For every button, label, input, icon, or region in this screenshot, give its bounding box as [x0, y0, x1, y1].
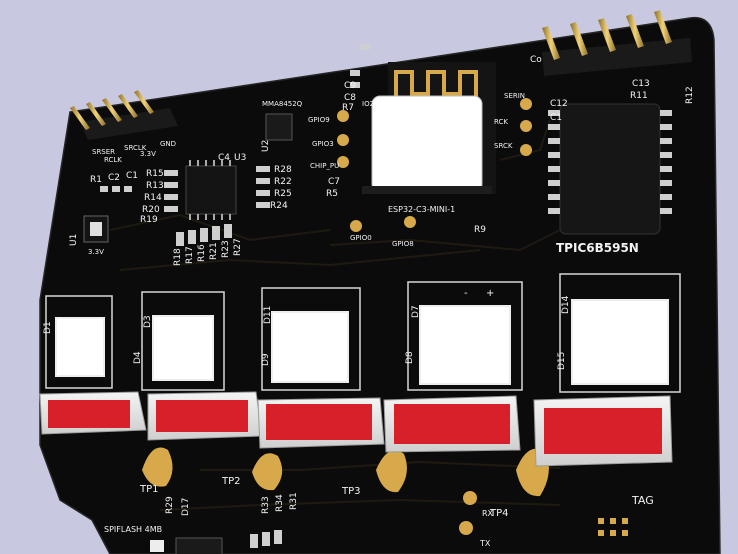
label-gpio8: GPIO8 — [392, 240, 414, 248]
label-c4: C4 — [218, 153, 230, 163]
label-r18: R18 — [173, 248, 183, 266]
regulator-u1 — [83, 215, 109, 243]
label-r16: R16 — [197, 244, 207, 262]
label-io2: IO2 — [362, 100, 374, 108]
label-tp2: TP2 — [221, 476, 241, 487]
label-tx: TX — [479, 539, 491, 548]
label-u2: U2 — [261, 140, 271, 152]
label-tp1: TP1 — [139, 484, 159, 495]
label-d17: D17 — [181, 498, 191, 516]
label-u1: U1 — [69, 234, 79, 246]
label-r17: R17 — [185, 246, 195, 264]
diode-frames — [45, 273, 681, 393]
label-srck: SRCK — [494, 142, 513, 150]
label-r20: R20 — [142, 205, 160, 215]
label-r33: R33 — [261, 496, 271, 514]
label-gpio0: GPIO0 — [350, 234, 372, 242]
label-chip-pu: CHIP_PU — [310, 162, 339, 170]
led-pads — [142, 447, 549, 497]
led-5 — [533, 395, 673, 467]
label-c12: C12 — [550, 99, 568, 109]
label-r23: R23 — [221, 240, 231, 258]
label-d7: D7 — [411, 305, 421, 318]
silkscreen: SRSER SRCLK RCLK 3.3V GND R1 C2 C1 U1 3.… — [43, 55, 695, 548]
shift-register-ic — [548, 103, 672, 235]
label-r21: R21 — [209, 242, 219, 260]
label-r28: R28 — [274, 165, 292, 175]
label-rx: RX — [482, 509, 494, 518]
label-gpio3: GPIO3 — [312, 140, 334, 148]
label-r5: R5 — [326, 189, 338, 199]
label-spiflash: SPIFLASH 4MB — [104, 525, 162, 534]
label-rck: RCK — [494, 118, 508, 126]
label-d3: D3 — [143, 315, 153, 328]
label-d4: D4 — [133, 351, 143, 364]
passive-components — [100, 44, 370, 246]
label-d1: D1 — [43, 321, 53, 334]
left-pin-header — [70, 90, 178, 140]
label-shift-reg: TPIC6B595N — [556, 241, 639, 255]
label-d8: D8 — [405, 351, 415, 364]
label-c13: C13 — [632, 79, 650, 89]
label-rclk: RCLK — [104, 156, 122, 164]
accelerometer-chip — [265, 113, 293, 141]
label-u1-rail: 3.3V — [88, 248, 104, 256]
label-r15: R15 — [146, 169, 164, 179]
esp32-module — [362, 62, 496, 194]
gpio-test-pads — [337, 98, 532, 535]
led-1 — [39, 391, 147, 435]
led-2 — [147, 391, 263, 441]
label-r25: R25 — [274, 189, 292, 199]
label-r12: R12 — [685, 86, 695, 104]
label-r1: R1 — [90, 175, 102, 185]
led-3 — [257, 397, 385, 449]
label-serin: SERIN — [504, 92, 525, 100]
label-module: ESP32-C3-MINI-1 — [388, 205, 455, 214]
label-r31: R31 — [289, 492, 299, 510]
label-c11: C1 — [550, 113, 562, 123]
bottom-components — [150, 518, 628, 554]
pin-mark-minus: - — [464, 288, 468, 299]
label-r27: R27 — [233, 238, 243, 256]
label-c2: C2 — [108, 173, 120, 183]
display-windows — [55, 299, 669, 385]
label-r29: R29 — [165, 496, 175, 514]
label-r22: R22 — [274, 177, 292, 187]
label-gnd-header: GND — [160, 140, 176, 148]
label-r19: R19 — [140, 215, 158, 225]
label-r11: R11 — [630, 91, 648, 101]
label-r14: R14 — [144, 193, 162, 203]
label-d14: D14 — [561, 295, 571, 314]
label-d9: D9 — [261, 353, 271, 366]
right-pin-header — [542, 10, 692, 76]
label-srser: SRSER — [92, 148, 115, 156]
qfn-u3 — [185, 160, 237, 220]
label-c1: C1 — [126, 171, 138, 181]
label-r24: R24 — [270, 201, 288, 211]
label-d11: D11 — [263, 306, 273, 324]
label-c8: C8 — [344, 93, 356, 103]
label-d15: D15 — [557, 352, 567, 370]
pin-mark-plus: + — [486, 288, 494, 299]
label-r7: R7 — [342, 103, 354, 113]
red-leds — [39, 391, 673, 467]
label-r9: R9 — [474, 225, 486, 235]
label-gpio9: GPIO9 — [308, 116, 330, 124]
label-r13: R13 — [146, 181, 164, 191]
rf-shield — [371, 95, 483, 193]
label-tp4: TP4 — [489, 508, 509, 519]
label-tp3: TP3 — [341, 486, 361, 497]
label-accel: MMA8452Q — [262, 100, 303, 108]
led-4 — [383, 395, 521, 453]
label-c9: C9 — [344, 81, 356, 91]
label-3v3-header: 3.3V — [140, 150, 156, 158]
label-right-conn: Co — [530, 55, 542, 65]
label-srclk: SRCLK — [124, 144, 147, 152]
label-r34: R34 — [275, 494, 285, 512]
label-u3: U3 — [234, 153, 246, 163]
label-tag: TAG — [631, 494, 654, 507]
label-c7: C7 — [328, 177, 340, 187]
